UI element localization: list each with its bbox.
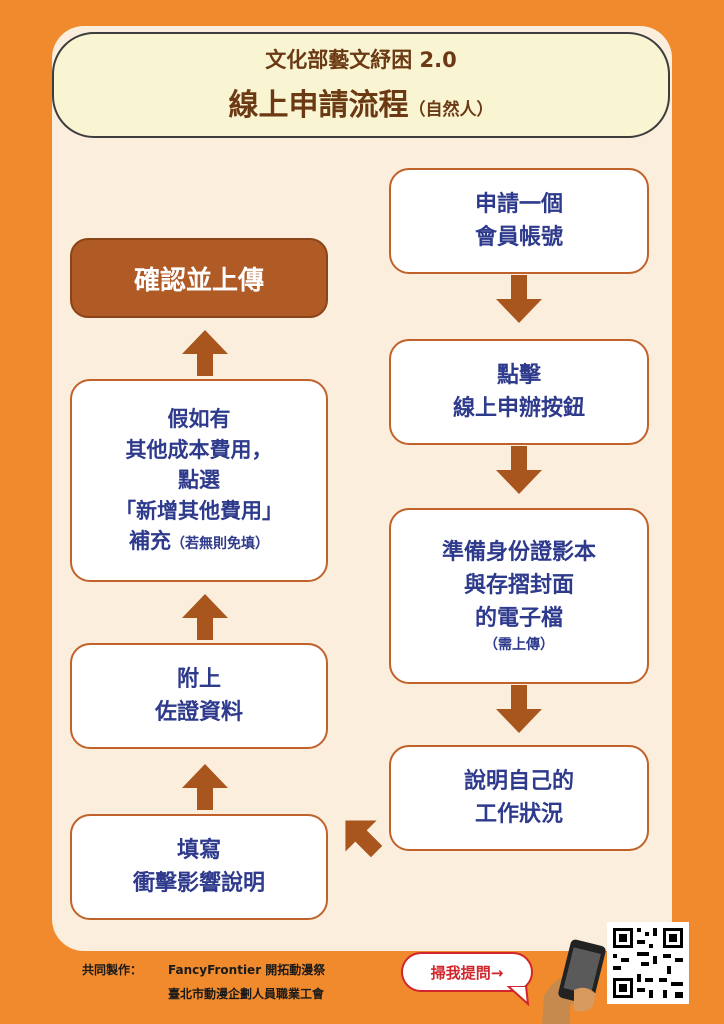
credit-line-1: FancyFrontier 開拓動漫祭 [168, 963, 326, 977]
arrow-down-icon [496, 685, 542, 733]
credit-label: 共同製作： [82, 963, 143, 977]
step-line: 說明自己的 [463, 769, 574, 794]
qr-code-icon[interactable] [607, 922, 689, 1004]
step-line-text: 補充 [129, 529, 171, 554]
page-header: 文化部藝文紓困 2.0 線上申請流程（自然人） [52, 32, 670, 138]
step-line: 點選 [178, 468, 220, 493]
step-line: 線上申辦按鈕 [452, 396, 585, 421]
step-line: 工作狀況 [474, 802, 563, 827]
step-line: 假如有 [167, 407, 231, 432]
step-line: 衝擊影響說明 [132, 871, 265, 896]
arrow-up-icon [182, 330, 228, 376]
step-prepare-documents: 準備身份證影本 與存摺封面 的電子檔 （需上傳） [389, 508, 649, 684]
step-attach-evidence: 附上 佐證資料 [70, 643, 328, 749]
step-line: 點擊 [496, 363, 541, 388]
step-note: （需上傳） [484, 637, 554, 653]
step-line: 佐證資料 [154, 700, 243, 725]
step-click-apply-button: 點擊 線上申辦按鈕 [389, 339, 649, 445]
page-title-suffix: （自然人） [408, 100, 494, 120]
step-register-account: 申請一個 會員帳號 [389, 168, 649, 274]
step-line: 會員帳號 [474, 225, 563, 250]
step-line: 的電子檔 [474, 606, 563, 631]
header-subtitle: 文化部藝文紓困 2.0 [265, 48, 457, 72]
credit-line-2: 臺北市動漫企劃人員職業工會 [168, 987, 325, 1001]
step-line: 附上 [176, 667, 221, 692]
step-line: 填寫 [176, 838, 221, 863]
step-line: 準備身份證影本 [441, 540, 596, 565]
arrow-up-icon [182, 764, 228, 810]
step-line: 與存摺封面 [463, 573, 574, 598]
arrow-diagonal-icon [345, 820, 383, 858]
arrow-up-icon [182, 594, 228, 640]
step-fill-impact: 填寫 衝擊影響說明 [70, 814, 328, 920]
bubble-tail-icon [506, 986, 530, 1006]
page-title: 線上申請流程 [228, 88, 409, 123]
arrow-down-icon [496, 446, 542, 494]
step-other-costs: 假如有 其他成本費用， 點選 「新增其他費用」 補充（若無則免填） [70, 379, 328, 582]
ask-question-button[interactable]: 掃我提問→ [401, 952, 533, 992]
step-line: 申請一個 [474, 192, 563, 217]
step-note: （若無則免填） [171, 536, 269, 553]
arrow-down-icon [496, 275, 542, 323]
step-line: 其他成本費用， [125, 437, 273, 462]
step-line: 補充（若無則免填） [129, 526, 269, 556]
step-confirm-upload: 確認並上傳 [70, 238, 328, 318]
step-line: 「新增其他費用」 [115, 498, 283, 523]
hand-phone-icon [542, 939, 606, 1024]
step-describe-work: 說明自己的 工作狀況 [389, 745, 649, 851]
